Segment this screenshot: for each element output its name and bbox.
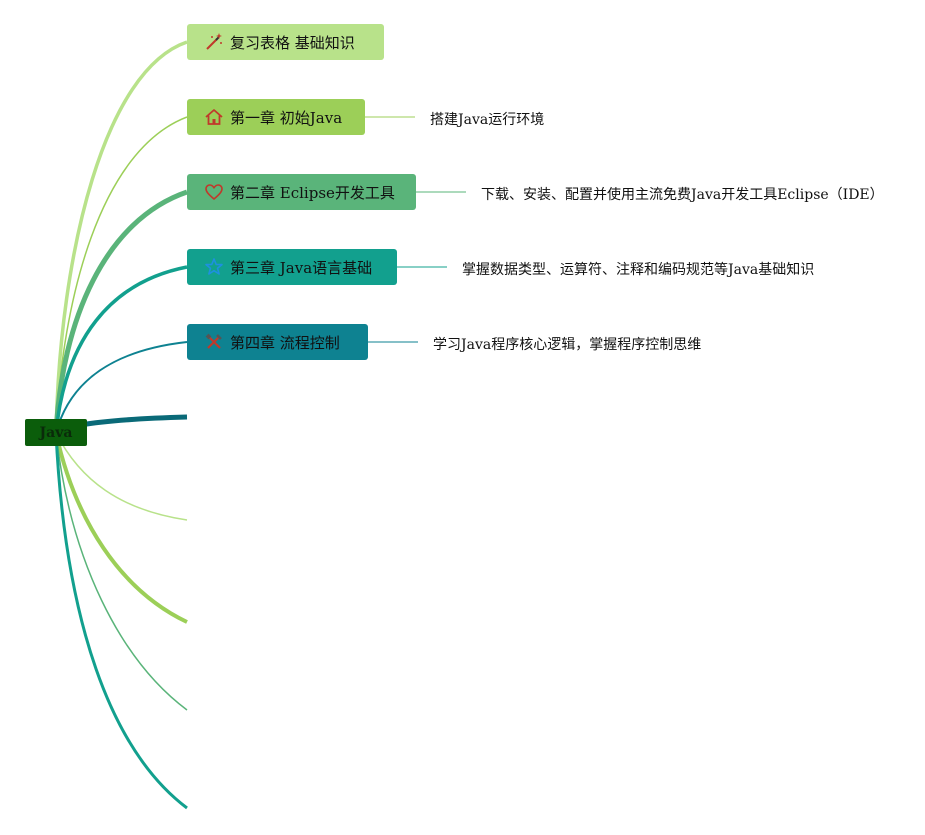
empty-branch-4 [54, 432, 188, 810]
topic-label: 第四章 流程控制 [230, 333, 340, 352]
empty-branch-2 [54, 432, 188, 624]
magic-wand-icon [204, 32, 224, 52]
branch-connector-3 [54, 265, 188, 434]
empty-branch-3 [55, 432, 188, 711]
empty-branch-0 [79, 414, 188, 428]
branch-connector-2 [53, 189, 188, 434]
topic-description: 下载、安装、配置并使用主流免费Java开发工具Eclipse（IDE） [481, 187, 884, 203]
root-node-label: Java [39, 424, 73, 441]
topic-description: 学习Java程序核心逻辑，掌握程序控制思维 [433, 337, 702, 353]
topic-description: 搭建Java运行环境 [430, 112, 545, 128]
empty-branch-1 [55, 432, 188, 521]
root-node[interactable]: Java [25, 419, 87, 446]
branch-connector-0 [54, 40, 188, 434]
topic-node-chapter-4[interactable]: 第四章 流程控制 [187, 324, 368, 360]
home-icon [204, 107, 224, 127]
topic-node-chapter-2[interactable]: 第二章 Eclipse开发工具 [187, 174, 416, 210]
topic-label: 第三章 Java语言基础 [230, 258, 373, 277]
topic-label: 第一章 初始Java [230, 108, 343, 127]
heart-icon [204, 182, 224, 202]
topic-node-chapter-3[interactable]: 第三章 Java语言基础 [187, 249, 397, 285]
topic-label: 复习表格 基础知识 [230, 33, 355, 52]
star-icon [204, 257, 224, 277]
topic-node-review[interactable]: 复习表格 基础知识 [187, 24, 384, 60]
tools-icon [204, 332, 224, 352]
branch-connector-1 [55, 116, 188, 434]
topic-description: 掌握数据类型、运算符、注释和编码规范等Java基础知识 [462, 262, 815, 278]
topic-node-chapter-1[interactable]: 第一章 初始Java [187, 99, 365, 135]
topic-label: 第二章 Eclipse开发工具 [230, 183, 395, 202]
branch-connector-4 [55, 341, 188, 434]
